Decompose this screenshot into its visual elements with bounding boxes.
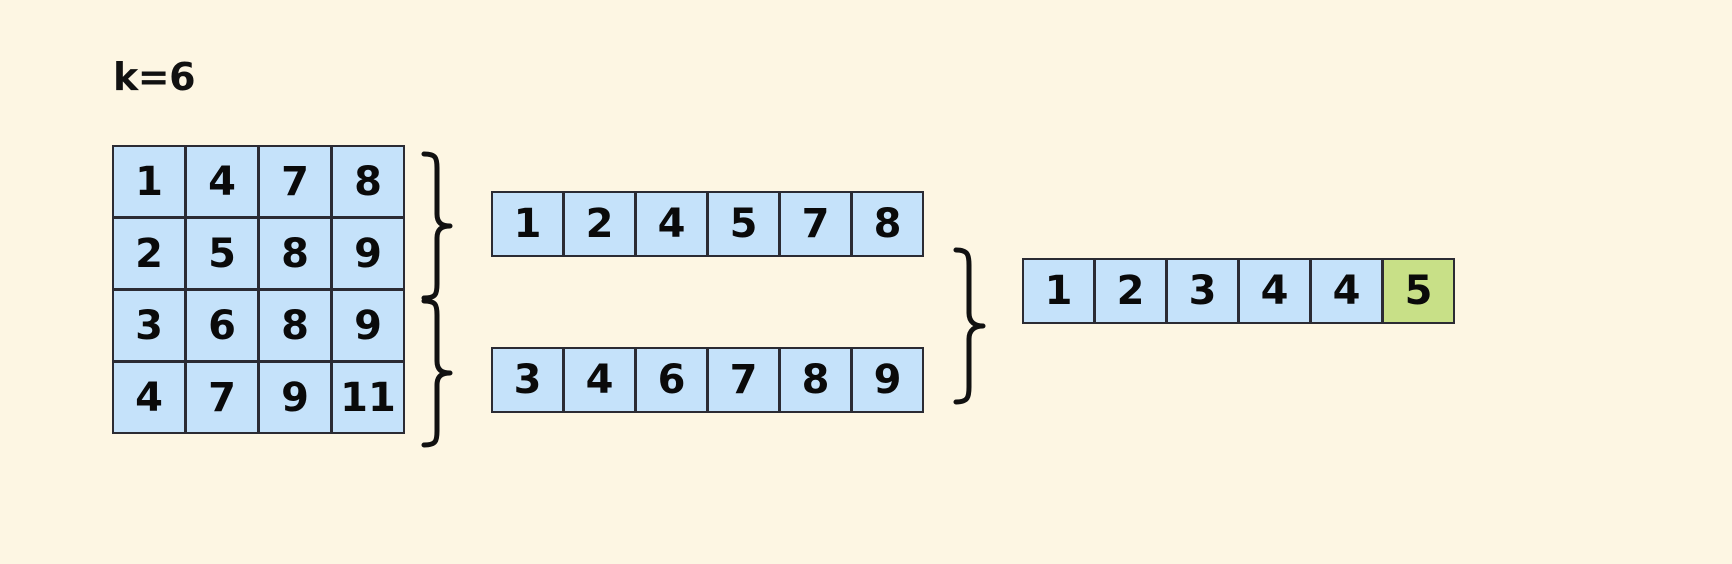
matrix-cell: 6 [185,289,259,362]
matrix-cell: 8 [258,289,332,362]
brace-rows-3-4 [418,297,464,449]
array-cell: 7 [707,347,780,413]
matrix-cell: 9 [258,361,332,434]
result-array: 1 2 3 4 4 5 [1022,258,1455,324]
result-cell: 4 [1238,258,1311,324]
array-cell: 4 [563,347,636,413]
array-cell: 8 [851,191,924,257]
matrix-cell: 4 [185,145,259,218]
matrix-cell: 1 [112,145,186,218]
array-cell: 9 [851,347,924,413]
matrix-cell: 5 [185,217,259,290]
merged-array-bottom: 3 4 6 7 8 9 [491,347,924,413]
matrix-cell: 9 [331,289,405,362]
result-cell: 3 [1166,258,1239,324]
k-value-label: k=6 [113,55,196,99]
result-cell-highlighted: 5 [1382,258,1455,324]
matrix-cell: 3 [112,289,186,362]
result-cell: 4 [1310,258,1383,324]
brace-final-merge [950,246,1000,406]
array-cell: 2 [563,191,636,257]
matrix-cell: 7 [258,145,332,218]
array-cell: 7 [779,191,852,257]
result-cell: 2 [1094,258,1167,324]
source-matrix: 1 4 7 8 2 5 8 9 3 6 8 9 4 7 9 11 [112,145,405,434]
array-cell: 6 [635,347,708,413]
brace-rows-1-2 [418,150,464,302]
matrix-cell: 11 [331,361,405,434]
array-cell: 1 [491,191,564,257]
array-cell: 8 [779,347,852,413]
array-cell: 4 [635,191,708,257]
array-cell: 3 [491,347,564,413]
matrix-cell: 2 [112,217,186,290]
matrix-cell: 8 [258,217,332,290]
matrix-cell: 7 [185,361,259,434]
result-cell: 1 [1022,258,1095,324]
matrix-cell: 9 [331,217,405,290]
matrix-cell: 8 [331,145,405,218]
matrix-cell: 4 [112,361,186,434]
merged-array-top: 1 2 4 5 7 8 [491,191,924,257]
array-cell: 5 [707,191,780,257]
